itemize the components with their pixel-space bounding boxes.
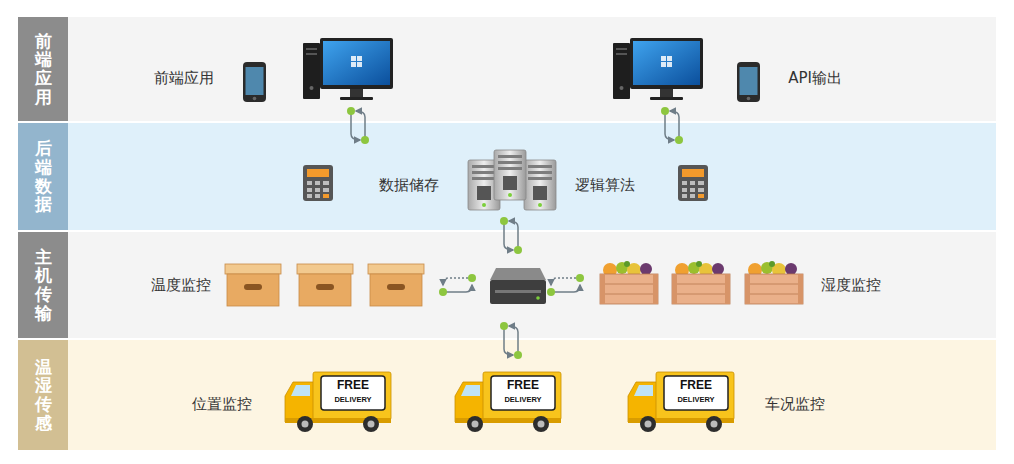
link-symbols: [547, 274, 584, 296]
transfer-hub: [536, 296, 540, 300]
delivery-trucks: [285, 372, 391, 432]
link-symbols: [347, 107, 369, 144]
monitor-label: 温度监控: [151, 277, 211, 294]
front-devices: [243, 38, 760, 102]
fruit-crates: [600, 261, 658, 304]
fruit-crates: [672, 261, 730, 304]
server-cluster: [524, 160, 556, 210]
band-label-column: 前端应用: [18, 17, 68, 121]
calculator-icons: [303, 165, 333, 201]
link-symbols: [439, 274, 476, 296]
link-symbols: [500, 322, 522, 359]
link-symbols: [500, 217, 522, 254]
delivery-trucks: [628, 372, 734, 432]
cardboard-boxes: [297, 264, 353, 306]
front-devices: [613, 38, 703, 100]
truck-sign-text: DELIVERY: [677, 396, 714, 404]
calculator-icons: [678, 165, 708, 201]
server-cluster: [468, 150, 556, 210]
transfer-hub: [495, 290, 541, 293]
link-symbols: [661, 107, 683, 144]
delivery-trucks: [455, 372, 561, 432]
truck-sign-text: DELIVERY: [334, 396, 371, 404]
device-label: API输出: [788, 70, 842, 87]
truck-sign-text: FREE: [507, 379, 539, 392]
front-devices: [243, 62, 266, 102]
device-label: 前端应用: [154, 70, 214, 87]
fruit-crates: [745, 261, 803, 304]
front-devices: [737, 62, 760, 102]
band-label-column: 主机传输: [18, 232, 68, 338]
transfer-hub: [490, 268, 546, 280]
band-title: 前端应用: [35, 32, 52, 107]
band-title: 主机传输: [35, 248, 52, 323]
band-label-column: 温湿传感: [18, 340, 68, 450]
front-devices: [303, 38, 393, 100]
band-title: 温湿传感: [35, 358, 52, 433]
truck-sign-text: FREE: [337, 379, 369, 392]
cardboard-boxes: [368, 264, 424, 306]
band-label-column: 后端数据: [18, 123, 68, 230]
cardboard-boxes: [225, 264, 281, 306]
monitor-label: 湿度监控: [821, 277, 881, 294]
link-symbols: [347, 107, 683, 359]
truck-sign-text: DELIVERY: [504, 396, 541, 404]
monitor-label: 位置监控: [192, 396, 252, 413]
function-label: 数据储存: [379, 177, 439, 194]
server-cluster: [494, 150, 526, 200]
fruit-crates: [600, 261, 803, 304]
delivery-trucks: [285, 372, 734, 432]
truck-sign-text: FREE: [680, 379, 712, 392]
cardboard-boxes: [225, 264, 424, 306]
transfer-hub: [490, 268, 546, 304]
band-title: 后端数据: [35, 139, 52, 214]
transfer-hub: [490, 280, 546, 304]
function-label: 逻辑算法: [575, 177, 635, 194]
monitor-label: 车况监控: [765, 396, 825, 413]
